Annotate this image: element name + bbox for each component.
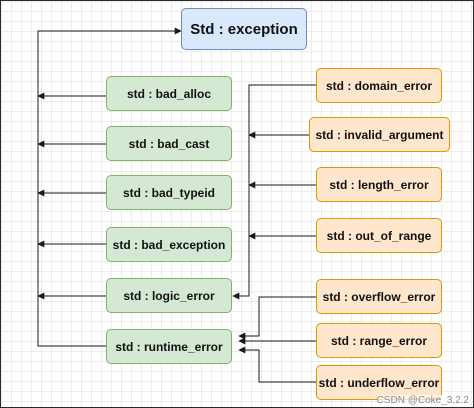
node-underflow-error[interactable]: std : underflow_error xyxy=(316,365,442,400)
node-overflow-error[interactable]: std : overflow_error xyxy=(316,279,442,314)
node-bad-typeid[interactable]: std : bad_typeid xyxy=(106,175,232,210)
watermark-text: CSDN @Coke_3.2.2 xyxy=(376,395,469,406)
edge-domain-to-logic xyxy=(232,84,316,300)
node-domain-error[interactable]: std : domain_error xyxy=(316,68,442,103)
node-runtime-error[interactable]: std : runtime_error xyxy=(106,329,232,364)
edge-runtime-to-exception xyxy=(37,27,182,347)
edge-underflow-to-runtime xyxy=(238,346,316,383)
edge-overflow-to-runtime xyxy=(238,296,316,340)
node-out-of-range[interactable]: std : out_of_range xyxy=(316,218,442,253)
node-logic-error[interactable]: std : logic_error xyxy=(106,278,232,313)
node-exception[interactable]: Std : exception xyxy=(181,8,307,50)
node-bad-exception[interactable]: std : bad_exception xyxy=(106,227,232,262)
node-length-error[interactable]: std : length_error xyxy=(316,167,442,202)
node-bad-alloc[interactable]: std : bad_alloc xyxy=(106,76,232,111)
node-bad-cast[interactable]: std : bad_cast xyxy=(106,126,232,161)
node-invalid-argument[interactable]: std : invalid_argument xyxy=(309,117,450,152)
node-range-error[interactable]: std : range_error xyxy=(316,323,442,358)
